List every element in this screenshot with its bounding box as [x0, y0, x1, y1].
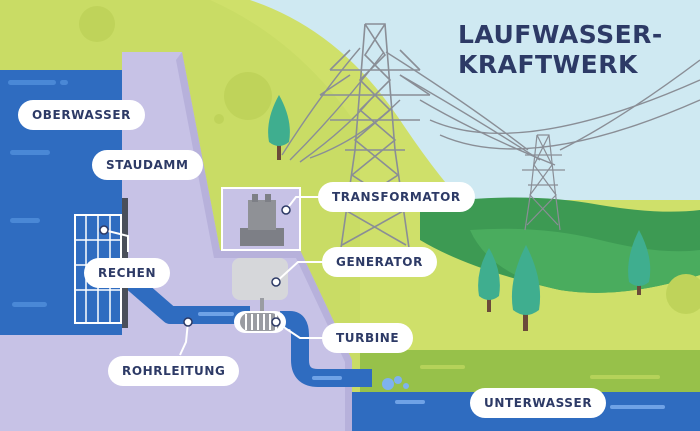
hill-dot [214, 114, 224, 124]
label-rechen: RECHEN [84, 258, 171, 288]
tree-icon [478, 248, 500, 312]
hill-dot [224, 72, 272, 120]
label-oberwasser: OBERWASSER [18, 100, 145, 130]
splash [382, 376, 409, 390]
leader-dots [99, 205, 291, 327]
tree-icon [511, 245, 541, 331]
river-bank [360, 350, 700, 395]
turbine-icon [234, 311, 286, 333]
leader-lines [103, 196, 323, 356]
title-line-1: LAUFWASSER- [458, 20, 663, 49]
label-generator: GENERATOR [322, 247, 437, 277]
label-rohrleitung: ROHRLEITUNG [108, 356, 240, 386]
title-line-2: KRAFTWERK [458, 50, 638, 79]
label-staudamm: STAUDAMM [92, 150, 203, 180]
transformer-icon [240, 194, 284, 246]
page-title: LAUFWASSER- KRAFTWERK [458, 20, 690, 80]
label-transformator: TRANSFORMATOR [318, 182, 475, 212]
tree-icon [628, 230, 651, 295]
generator-icon [232, 258, 288, 300]
pylon-icon [522, 134, 565, 231]
tree-icon [268, 95, 290, 160]
label-unterwasser: UNTERWASSER [470, 388, 607, 418]
label-turbine: TURBINE [322, 323, 414, 353]
outflow-pipe [280, 311, 372, 387]
hill-dot [79, 6, 115, 42]
dam [0, 52, 352, 431]
meadow-dot [666, 274, 700, 314]
